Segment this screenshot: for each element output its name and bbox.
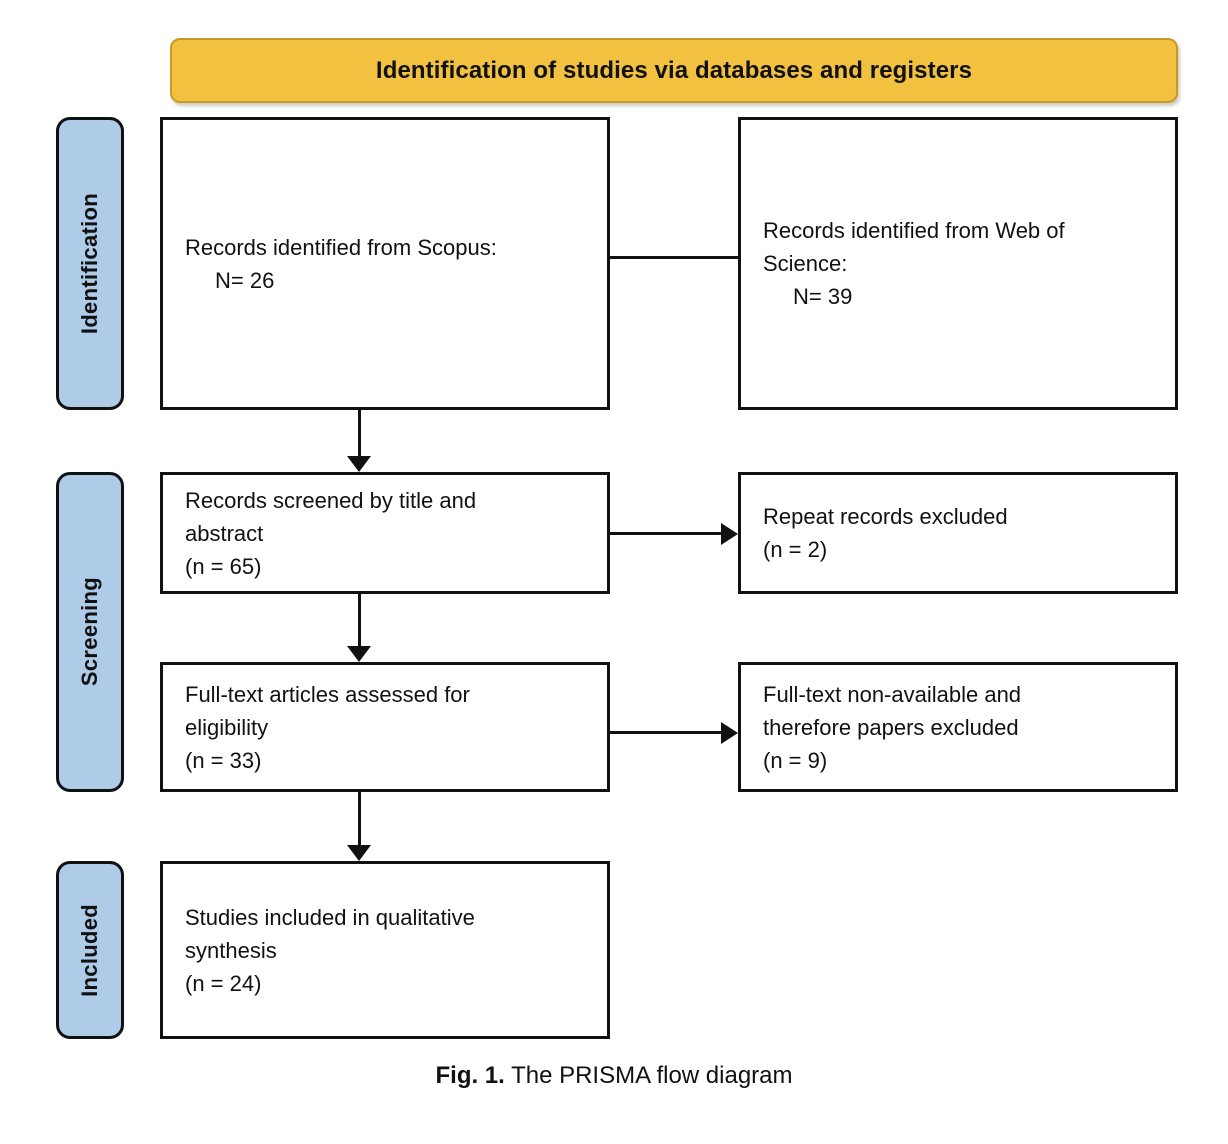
phase-tab-identification: Identification (56, 117, 124, 410)
box-screened-line-1: Records screened by title and (185, 487, 477, 513)
box-nonavail-line-3: (n = 9) (763, 747, 828, 773)
box-studies-included: Studies included in qualitative synthesi… (160, 861, 610, 1039)
diagram-header-banner: Identification of studies via databases … (170, 38, 1178, 103)
arrow-shaft-fulltext-to-nonavailable-excluded (610, 731, 724, 734)
box-fulltext-line-2: eligibility (185, 714, 269, 740)
arrow-shaft-fulltext-to-included (358, 792, 361, 851)
connector-scopus-to-web-of-science (608, 256, 740, 259)
box-scopus-line-2: N= 26 (215, 267, 275, 293)
box-wos-line-3: N= 39 (793, 284, 853, 309)
arrow-shaft-screened-to-repeat-excluded (610, 532, 724, 535)
phase-tab-screening-label: Screening (77, 577, 102, 687)
phase-tab-screening: Screening (56, 472, 124, 792)
box-repeat-line-2: (n = 2) (763, 537, 828, 562)
phase-tab-included-label: Included (77, 903, 102, 997)
box-repeat-line-1: Repeat records excluded (763, 504, 1008, 529)
diagram-header-title: Identification of studies via databases … (375, 56, 973, 84)
box-nonavail-line-1: Full-text non-available and (763, 681, 1022, 707)
arrow-shaft-identification-to-screened (358, 410, 361, 462)
box-fulltext-line-1: Full-text articles assessed for (185, 681, 470, 707)
box-records-identified-web-of-science: Records identified from Web of Science: … (738, 117, 1178, 410)
box-included-line-1: Studies included in qualitative (185, 904, 475, 930)
box-fulltext-articles-assessed: Full-text articles assessed for eligibil… (160, 662, 610, 792)
box-included-line-2: synthesis (185, 937, 277, 963)
box-fulltext-non-available-excluded: Full-text non-available and therefore pa… (738, 662, 1178, 792)
box-wos-line-1: Records identified from Web of (763, 218, 1065, 243)
arrowhead-fulltext-to-included (347, 845, 371, 861)
box-screened-line-2: abstract (185, 520, 264, 546)
box-records-identified-scopus: Records identified from Scopus: N= 26 (160, 117, 610, 410)
box-wos-line-2: Science: (763, 251, 848, 276)
arrow-shaft-screened-to-fulltext (358, 594, 361, 652)
arrowhead-screened-to-fulltext (347, 646, 371, 662)
figure-caption-label: Fig. 1. (435, 1062, 505, 1089)
box-included-line-3: (n = 24) (185, 970, 262, 996)
box-nonavail-line-2: therefore papers excluded (763, 714, 1019, 740)
box-screened-line-3: (n = 65) (185, 553, 262, 579)
phase-tab-included: Included (56, 861, 124, 1039)
figure-caption-text: The PRISMA flow diagram (504, 1062, 793, 1089)
arrowhead-screened-to-repeat-excluded (721, 523, 738, 545)
phase-tab-identification-label: Identification (77, 192, 102, 335)
figure-caption: Fig. 1. The PRISMA flow diagram (0, 1062, 1228, 1090)
box-scopus-line-1: Records identified from Scopus: (185, 234, 497, 260)
box-repeat-records-excluded: Repeat records excluded (n = 2) (738, 472, 1178, 594)
arrowhead-fulltext-to-nonavailable-excluded (721, 722, 738, 744)
box-records-screened: Records screened by title and abstract (… (160, 472, 610, 594)
box-fulltext-line-3: (n = 33) (185, 747, 262, 773)
arrowhead-identification-to-screened (347, 456, 371, 472)
